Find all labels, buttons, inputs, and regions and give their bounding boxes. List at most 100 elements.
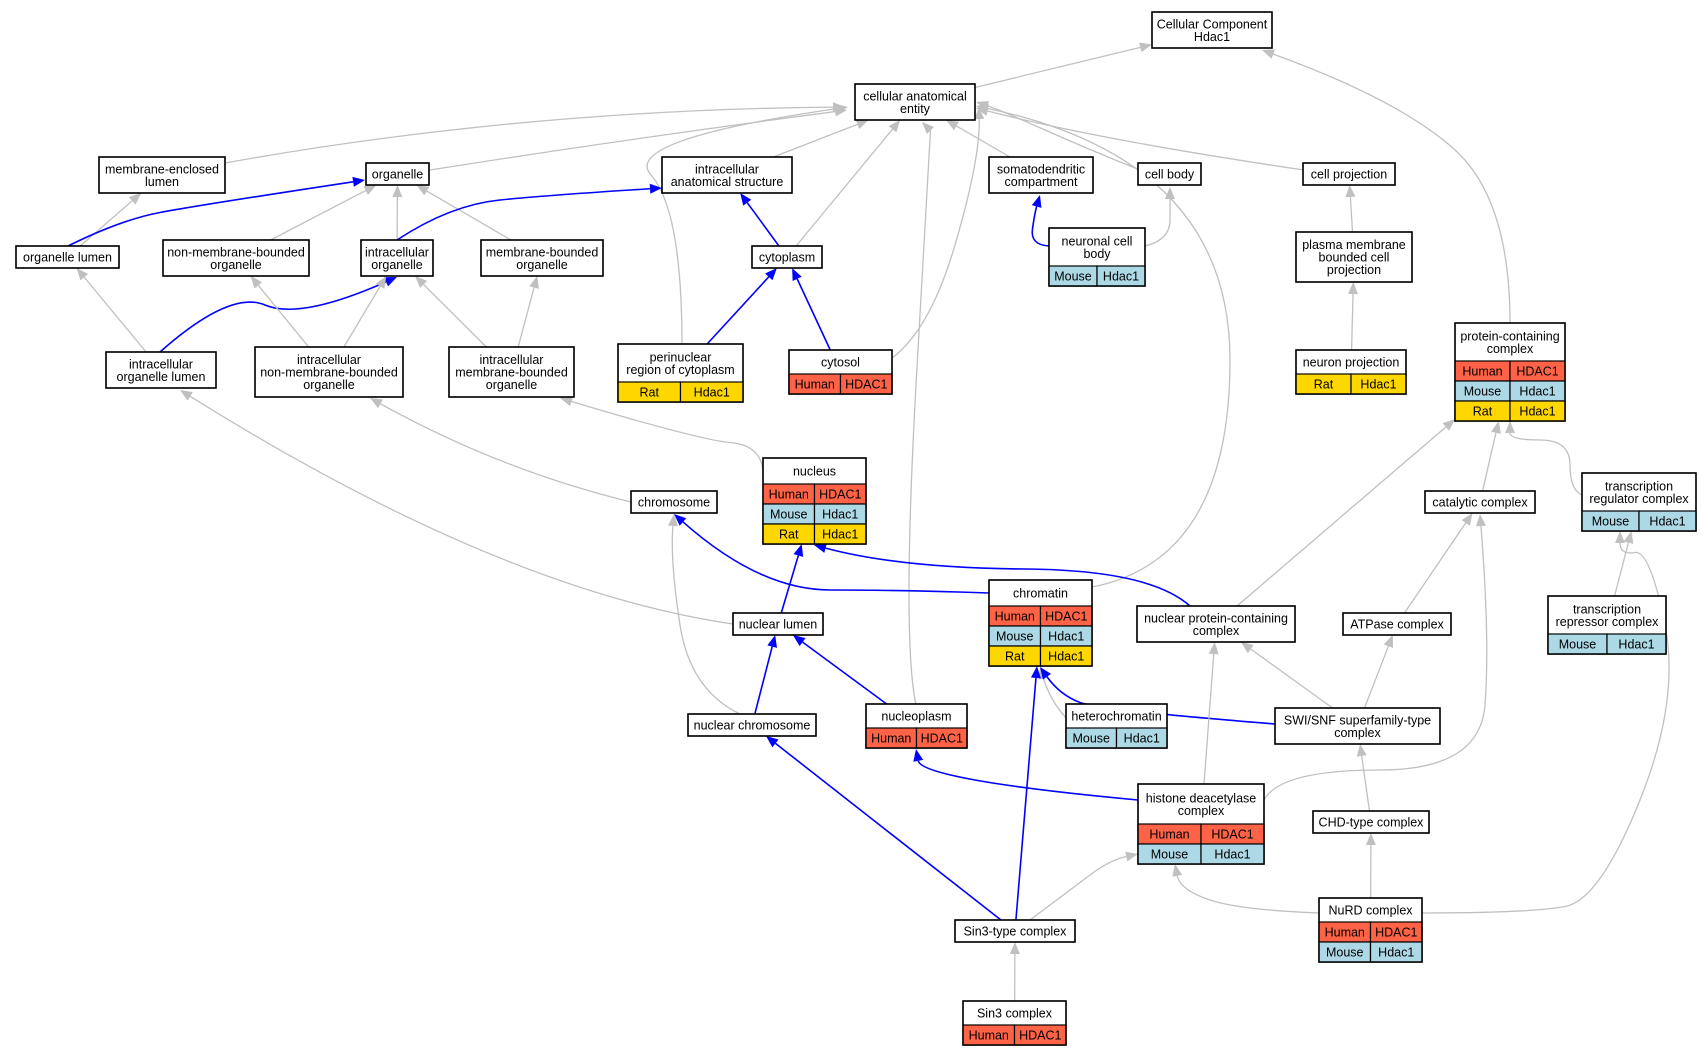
edge-arrowhead <box>1345 185 1356 198</box>
node-label-line: non-membrane-bounded <box>167 245 305 259</box>
node-border <box>360 239 434 277</box>
node-border <box>988 156 1094 194</box>
node-cellbody[interactable]: cell body <box>1137 162 1202 186</box>
node-border <box>617 343 744 403</box>
edge-arrowhead <box>1356 744 1367 757</box>
edge-chromatin-to-chromosome <box>682 521 990 594</box>
species-label: Rat <box>640 386 660 400</box>
gene-label: HDAC1 <box>845 378 887 392</box>
gene-label: Hdac1 <box>1519 385 1555 399</box>
edge-swisnf-to-npcc <box>1250 648 1333 709</box>
node-label-line: organelle <box>372 168 423 182</box>
edge-perinuc-to-cae <box>646 108 837 346</box>
edge-mel-to-cae <box>224 106 834 164</box>
node-border <box>1581 472 1697 532</box>
node-label-line: membrane-enclosed <box>105 162 219 176</box>
edge-arrowhead <box>1442 419 1455 431</box>
node-border <box>480 239 604 277</box>
node-label-line: plasma membrane <box>1302 238 1406 252</box>
node-border <box>1151 11 1273 49</box>
edge-nucleoplasm-to-nuclumen <box>802 641 888 705</box>
node-label-line: complex <box>1178 804 1225 818</box>
edge-arrowhead <box>1240 642 1254 654</box>
edge-arrowhead <box>1505 421 1515 433</box>
node-border <box>854 83 976 121</box>
node-cellproj[interactable]: cell projection <box>1302 162 1396 186</box>
node-nuclumen[interactable]: nuclear lumen <box>732 612 824 636</box>
edge-arrowhead <box>765 268 777 281</box>
species-label: Mouse <box>996 630 1034 644</box>
gene-label: HDAC1 <box>1211 828 1253 842</box>
gene-label: Hdac1 <box>1519 405 1555 419</box>
edge-cytoplasm-to-cae <box>795 128 893 247</box>
node-label-line: organelle <box>210 258 261 272</box>
node-border <box>1342 612 1452 636</box>
node-label-line: organelle <box>371 258 422 272</box>
edge-hetero-to-chromatin <box>1042 678 1067 719</box>
node-chd[interactable]: CHD-type complex <box>1312 810 1430 834</box>
edge-intorg-to-ias <box>396 187 651 241</box>
node-border <box>1318 897 1423 963</box>
node-nucchrom[interactable]: nuclear chromosome <box>687 713 817 737</box>
node-atpase[interactable]: ATPase complex <box>1342 612 1452 636</box>
node-label-line: complex <box>1487 342 1534 356</box>
node-border <box>1295 231 1413 283</box>
edge-arrowhead <box>375 276 387 289</box>
species-label: Rat <box>1473 405 1493 419</box>
node-inmbo[interactable]: intracellularnon-membrane-boundedorganel… <box>254 346 404 398</box>
gene-label: Hdac1 <box>1360 378 1396 392</box>
node-sin3type[interactable]: Sin3-type complex <box>954 919 1076 943</box>
node-label-line: cellular anatomical <box>863 89 967 103</box>
node-catalytic[interactable]: catalytic complex <box>1424 490 1536 514</box>
edge-hdac-to-nucleoplasm <box>917 760 1139 801</box>
species-label: Mouse <box>1072 732 1110 746</box>
gene-label: HDAC1 <box>1045 610 1087 624</box>
node-orglumen[interactable]: organelle lumen <box>15 245 120 269</box>
node-organelle[interactable]: organelle <box>365 162 430 186</box>
node-label-line: cell body <box>1145 168 1195 182</box>
edge-neuproj-to-pmbcp <box>1350 293 1354 351</box>
edge-cytosol-to-cytoplasm <box>796 278 831 351</box>
node-label-line: anatomical structure <box>671 175 784 189</box>
edge-imbo-to-intorg <box>423 284 487 348</box>
edge-arrowhead <box>913 749 924 762</box>
node-border <box>751 245 823 269</box>
edge-trepc-to-trc <box>1613 542 1630 597</box>
gene-label: Hdac1 <box>694 386 730 400</box>
edge-arrowhead <box>1491 421 1501 434</box>
node-label-line: heterochromatin <box>1071 710 1161 724</box>
node-label-line: somatodendritic <box>997 162 1085 176</box>
edge-arrowhead <box>814 543 827 553</box>
gene-label: HDAC1 <box>819 488 861 502</box>
edge-cae-to-root <box>974 46 1141 89</box>
node-chromosome[interactable]: chromosome <box>630 490 718 514</box>
node-cytoplasm[interactable]: cytoplasm <box>751 245 823 269</box>
